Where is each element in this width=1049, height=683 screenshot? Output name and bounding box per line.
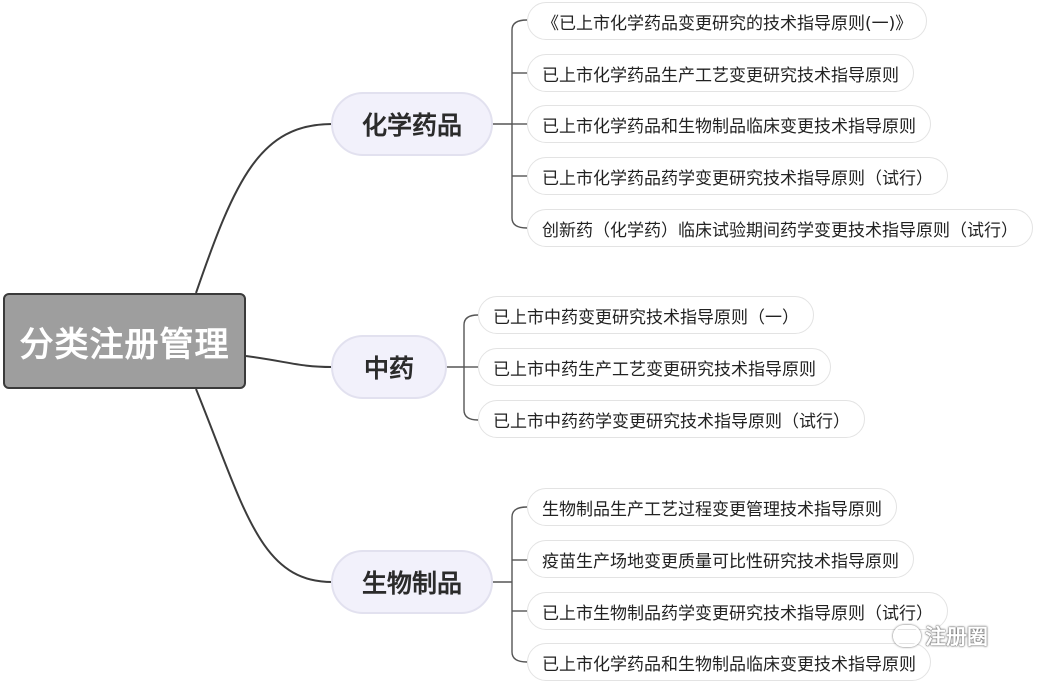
leaf-bio-4[interactable]: 已上市化学药品和生物制品临床变更技术指导原则 — [527, 643, 931, 681]
leaf-bio-2[interactable]: 疫苗生产场地变更质量可比性研究技术指导原则 — [527, 540, 914, 578]
leaf-chemical-3[interactable]: 已上市化学药品和生物制品临床变更技术指导原则 — [527, 105, 931, 143]
root-link-tcm — [245, 355, 333, 368]
root-link-bio — [195, 388, 333, 583]
leaf-chemical-1[interactable]: 《已上市化学药品变更研究的技术指导原则(一)》 — [527, 2, 928, 40]
category-tcm[interactable]: 中药 — [331, 335, 447, 399]
watermark: 注册圈 — [893, 620, 988, 652]
root-node[interactable]: 分类注册管理 — [3, 293, 246, 389]
watermark-label: 注册圈 — [925, 625, 988, 649]
leaf-chemical-5[interactable]: 创新药（化学药）临床试验期间药学变更技术指导原则（试行） — [527, 209, 1033, 247]
leaf-chemical-4[interactable]: 已上市化学药品药学变更研究技术指导原则（试行） — [527, 157, 948, 195]
leaf-tcm-2[interactable]: 已上市中药生产工艺变更研究技术指导原则 — [478, 348, 831, 386]
category-chemical-drugs[interactable]: 化学药品 — [331, 92, 493, 156]
category-biologics[interactable]: 生物制品 — [331, 550, 493, 614]
leaf-bio-3[interactable]: 已上市生物制品药学变更研究技术指导原则（试行） — [527, 592, 948, 630]
leaf-bio-1[interactable]: 生物制品生产工艺过程变更管理技术指导原则 — [527, 488, 897, 526]
leaf-chemical-2[interactable]: 已上市化学药品生产工艺变更研究技术指导原则 — [527, 54, 914, 92]
root-link-chemical — [195, 123, 333, 294]
leaf-tcm-3[interactable]: 已上市中药药学变更研究技术指导原则（试行） — [478, 400, 865, 438]
leaf-tcm-1[interactable]: 已上市中药变更研究技术指导原则（一） — [478, 296, 814, 334]
wechat-icon — [893, 625, 921, 647]
